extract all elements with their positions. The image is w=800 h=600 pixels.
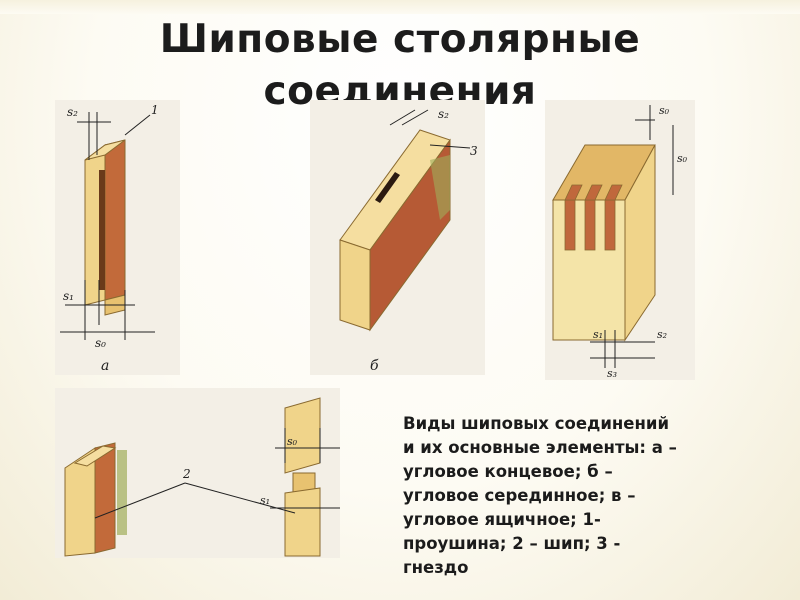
figure-v-drawing: s₀ s₀ s₁ s₂ s₃ [552, 104, 688, 380]
caption-line-6: проушина; 2 – шип; 3 - [403, 534, 621, 553]
figure-b-letter: б [370, 358, 379, 374]
figure-a-s2-label: s₂ [67, 105, 78, 119]
caption-line-5: угловое ящичное; 1- [403, 510, 601, 529]
caption: Виды шиповых соединений и их основные эл… [403, 412, 773, 580]
figure-a-num-1: 1 [151, 103, 159, 117]
caption-line-7: гнездо [403, 558, 469, 577]
caption-line-2: и их основные элементы: а – [403, 438, 677, 457]
figure-d-drawing: s₀ s₁ 2 [64, 397, 340, 557]
figure-v-s0-top-label: s₀ [659, 104, 670, 117]
caption-line-3: угловое концевое; б – [403, 462, 613, 481]
figure-d-panel: s₀ s₁ 2 [55, 388, 340, 558]
figure-a-s0-label: s₀ [95, 336, 106, 350]
figure-b-num-3: 3 [470, 144, 478, 158]
figure-d-s0-label: s₀ [287, 435, 298, 448]
figure-v-s3-label: s₃ [607, 367, 617, 380]
figure-b-drawing: s₂ 3 б [339, 107, 478, 374]
figure-v-s0-side-label: s₀ [677, 152, 688, 165]
figure-v-s1-label: s₁ [593, 328, 603, 341]
top-band [0, 0, 800, 14]
figure-b-panel: s₂ 3 б [310, 100, 485, 375]
figure-a-letter: а [101, 358, 109, 374]
figure-d-num-2: 2 [182, 467, 191, 481]
slide-title: Шиповые столярные соединения [0, 14, 800, 118]
figure-a-drawing: s₂ 1 s₁ s₀ а [60, 103, 159, 374]
figure-b-s2-label: s₂ [438, 107, 449, 121]
caption-line-4: угловое серединное; в – [403, 486, 636, 505]
figure-v-s2-label: s₂ [657, 328, 667, 341]
figure-a-s1-label: s₁ [63, 289, 74, 303]
caption-line-1: Виды шиповых соединений [403, 414, 670, 433]
figure-v-panel: s₀ s₀ s₁ s₂ s₃ [545, 100, 695, 380]
figure-a-panel: s₂ 1 s₁ s₀ а [55, 100, 180, 375]
figure-d-s1-label: s₁ [260, 494, 270, 507]
title-line-1: Шиповые столярные [159, 17, 641, 62]
